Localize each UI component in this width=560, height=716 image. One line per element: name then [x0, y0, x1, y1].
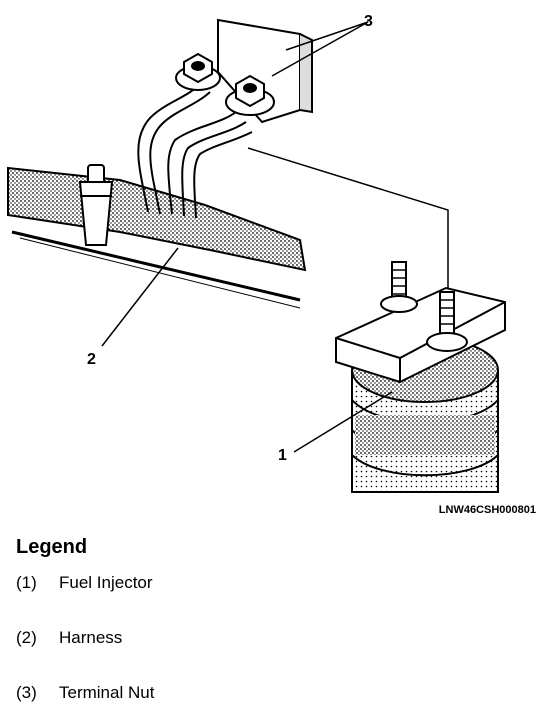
- harness-bundle: [7, 166, 307, 309]
- legend-item-number: (2): [16, 628, 37, 647]
- callout-1: 1: [278, 447, 287, 464]
- wire-leads: [137, 85, 253, 219]
- terminal-nut-right: [225, 74, 275, 116]
- legend-item: (1) Fuel Injector: [16, 573, 153, 593]
- figure-code: LNW46CSH000801: [439, 504, 536, 516]
- connection-line: [247, 147, 449, 292]
- legend-item-label: Terminal Nut: [59, 683, 155, 702]
- callout-3: 3: [364, 13, 373, 30]
- legend-item: (2) Harness: [16, 628, 122, 648]
- legend-item-number: (3): [16, 683, 37, 702]
- callout-2: 2: [87, 351, 96, 368]
- terminal-bracket: [217, 18, 313, 124]
- legend-title: Legend: [16, 536, 88, 558]
- fuel-injector: [335, 261, 506, 493]
- legend-item-label: Harness: [59, 628, 123, 647]
- legend-item-label: Fuel Injector: [59, 573, 153, 592]
- legend-item: (3) Terminal Nut: [16, 683, 154, 703]
- diagram-figure: 3 2 1 LNW46CSH000801: [7, 13, 536, 516]
- leader-lines: [101, 21, 393, 453]
- legend-item-number: (1): [16, 573, 37, 592]
- terminal-nut-left: [175, 52, 221, 91]
- harness-clip: [78, 164, 114, 246]
